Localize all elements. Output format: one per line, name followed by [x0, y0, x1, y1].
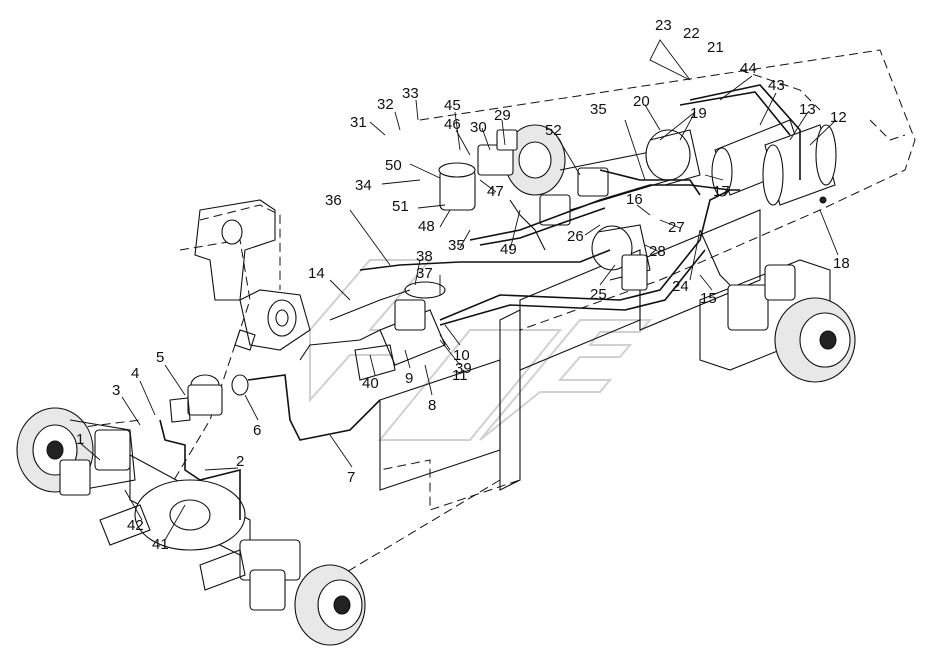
- callout-35-top: 35: [590, 101, 607, 118]
- callout-44: 44: [740, 60, 757, 77]
- rear-axle-assembly: [699, 259, 856, 383]
- callout-49: 49: [500, 241, 517, 258]
- callout-2: 2: [236, 453, 244, 470]
- callout-29: 29: [494, 107, 511, 124]
- callout-40: 40: [362, 375, 379, 392]
- callout-22: 22: [683, 25, 700, 42]
- callout-35-bottom: 35: [448, 237, 465, 254]
- callout-26: 26: [567, 228, 584, 245]
- callout-4: 4: [131, 365, 139, 382]
- callout-27: 27: [668, 219, 685, 236]
- callout-8: 8: [428, 397, 436, 414]
- callout-36: 36: [325, 192, 342, 209]
- callout-16: 16: [626, 191, 643, 208]
- callout-43: 43: [768, 77, 785, 94]
- callout-52: 52: [545, 122, 562, 139]
- callout-37: 37: [416, 265, 433, 282]
- callout-14: 14: [308, 265, 325, 282]
- air-tanks: [711, 119, 837, 206]
- valve-block-top: [438, 129, 518, 211]
- callout-33: 33: [402, 85, 419, 102]
- callout-28: 28: [649, 243, 666, 260]
- callout-5: 5: [156, 349, 164, 366]
- leader-lines: [79, 39, 839, 541]
- callout-41: 41: [152, 536, 169, 553]
- callout-25: 25: [590, 286, 607, 303]
- callout-6: 6: [253, 422, 261, 439]
- callout-39: 39: [455, 360, 472, 377]
- callout-23: 23: [655, 17, 672, 34]
- callout-labels: 1 2 3 4 5 6 7 8 9 10 11 12 13 14 15 16 1…: [76, 17, 850, 553]
- callout-51: 51: [392, 198, 409, 215]
- callout-7: 7: [347, 469, 355, 486]
- callout-47: 47: [487, 183, 504, 200]
- callout-19: 19: [690, 105, 707, 122]
- callout-45: 45: [444, 97, 461, 114]
- callout-9: 9: [405, 370, 413, 387]
- gladhand-coupling: [231, 374, 249, 396]
- callout-30: 30: [470, 119, 487, 136]
- callout-34: 34: [355, 177, 372, 194]
- callout-48: 48: [418, 218, 435, 235]
- callout-20: 20: [633, 93, 650, 110]
- callout-15: 15: [700, 290, 717, 307]
- callout-17: 17: [713, 183, 730, 200]
- middle-axle-assembly: [504, 124, 671, 226]
- callout-38: 38: [416, 248, 433, 265]
- callout-46: 46: [444, 116, 461, 133]
- callout-18: 18: [833, 255, 850, 272]
- air-lines: [159, 84, 801, 520]
- callout-11: 11: [452, 367, 468, 384]
- air-dryer: [169, 374, 223, 423]
- chassis-frame: [59, 49, 916, 601]
- callout-31: 31: [350, 114, 367, 131]
- brake-chamber-middle: [591, 224, 651, 291]
- treadle-valve: [354, 281, 446, 381]
- callout-10: 10: [453, 347, 470, 364]
- callout-13: 13: [799, 101, 816, 118]
- callout-21: 21: [707, 39, 724, 56]
- brake-chamber-upper: [645, 129, 701, 186]
- callout-50: 50: [385, 157, 402, 174]
- callout-42: 42: [127, 517, 144, 534]
- front-axle-assembly: [16, 407, 366, 646]
- callout-12: 12: [830, 109, 847, 126]
- callout-32: 32: [377, 96, 394, 113]
- callout-1: 1: [76, 431, 84, 448]
- callout-24: 24: [672, 278, 689, 295]
- callout-3: 3: [112, 382, 120, 399]
- front-mount-bracket: [194, 199, 311, 351]
